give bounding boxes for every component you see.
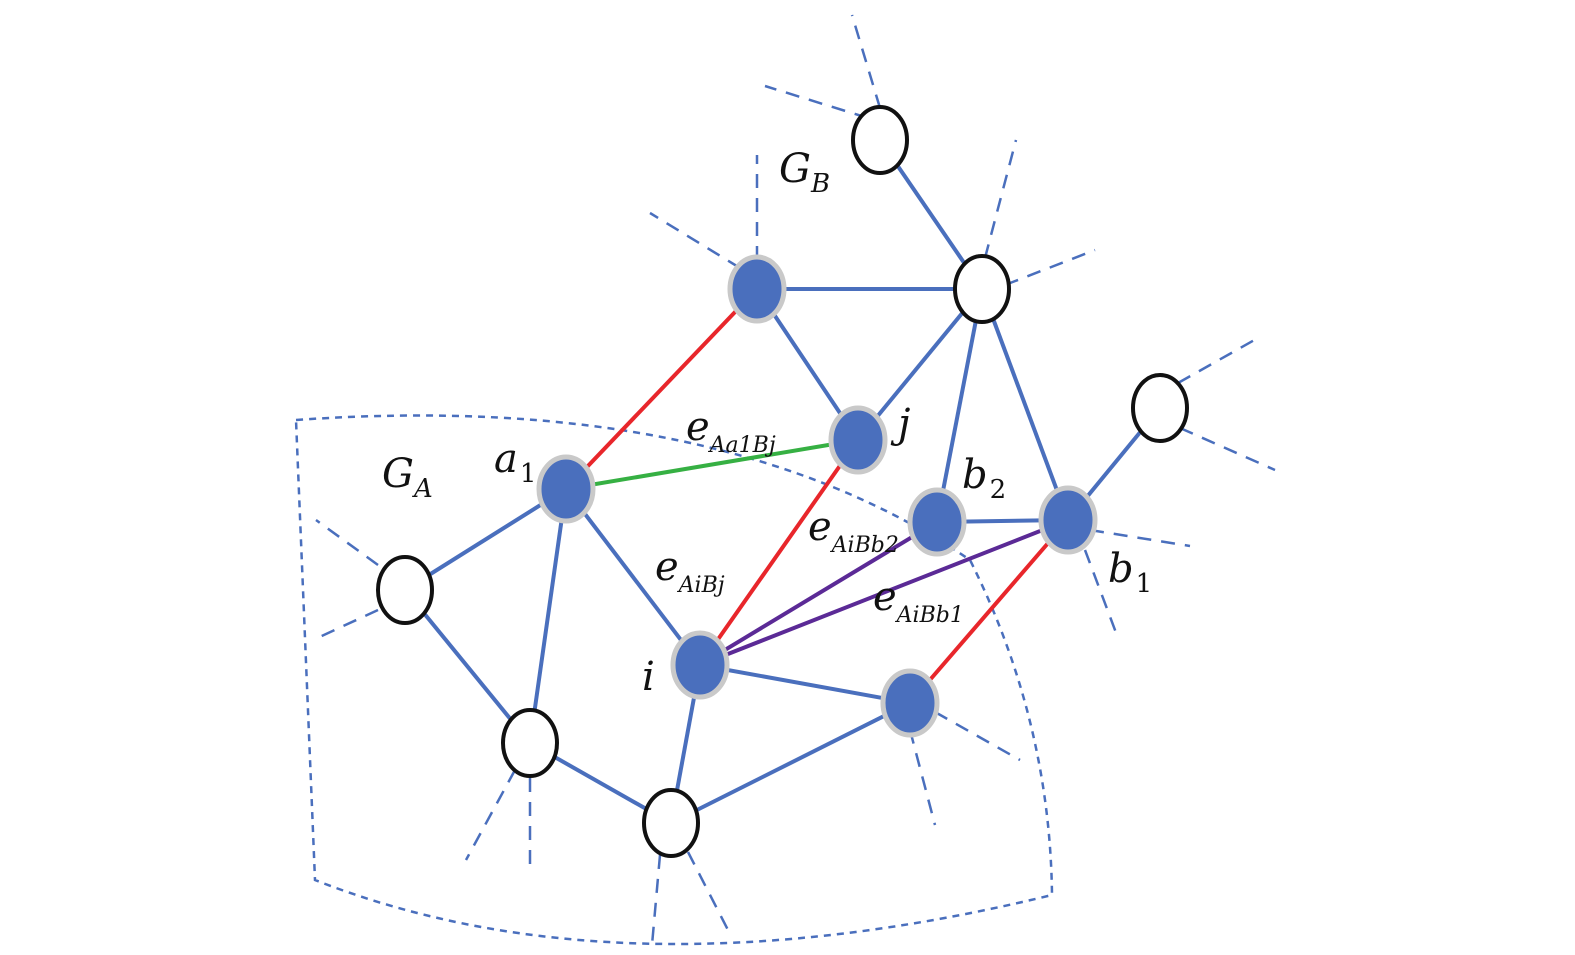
edge-a1-left-node (403, 487, 568, 592)
label-j: j (890, 401, 910, 447)
label-eAa1Bj: eAa1Bj (686, 404, 776, 458)
edge-eAiBb2 (698, 520, 939, 667)
label-a1: a1 (494, 436, 536, 489)
node-b2 (907, 487, 967, 557)
edge-b1-lower-node (908, 518, 1070, 705)
edge-left-node-bottom-left-node (403, 588, 532, 745)
node-top-filled (727, 254, 787, 324)
dashed-edge-stubs (312, 14, 1276, 946)
label-GB: GB (779, 146, 830, 199)
edge-bottom-node-lower-node (670, 701, 911, 825)
label-b2: b2 (962, 452, 1006, 505)
edge-i-j (698, 438, 860, 667)
node-top-hollow (851, 105, 909, 175)
labels: GB GA a1 j i b2 b1 eAa1Bj eAiBj eAiBb2 e… (382, 146, 1152, 700)
edge-a1-bottom-left-node (528, 488, 568, 744)
label-eAiBb2: eAiBb2 (808, 504, 899, 558)
node-b1 (1038, 485, 1098, 555)
node-left-hollow (376, 555, 434, 625)
network-GA-boundary (294, 414, 1054, 946)
node-lower-filled (880, 668, 940, 738)
label-eAiBb1: eAiBb1 (873, 574, 964, 628)
label-eAiBj: eAiBj (655, 544, 725, 598)
label-b1: b1 (1108, 546, 1152, 599)
label-i: i (642, 654, 655, 700)
edge-i-lower-node (699, 663, 911, 705)
node-hub-hollow (953, 254, 1011, 324)
edge-a1-i (564, 487, 702, 667)
edge-hub-b2 (935, 288, 984, 523)
nodes (376, 105, 1189, 858)
node-bottom-left-hollow (501, 708, 559, 778)
node-j (828, 405, 888, 475)
edge-hub-b1 (980, 288, 1070, 521)
node-i (670, 630, 730, 700)
interdependent-edges (564, 287, 1070, 705)
edge-eAiBb1 (699, 518, 1069, 667)
edge-a1-top-node (564, 287, 759, 491)
node-a1 (536, 454, 596, 524)
label-GA: GA (382, 451, 433, 504)
node-right-hollow (1131, 373, 1189, 443)
edge-j-hub (856, 287, 984, 442)
node-bottom-hollow (642, 788, 700, 858)
edge-eAa1Bj (565, 438, 859, 491)
